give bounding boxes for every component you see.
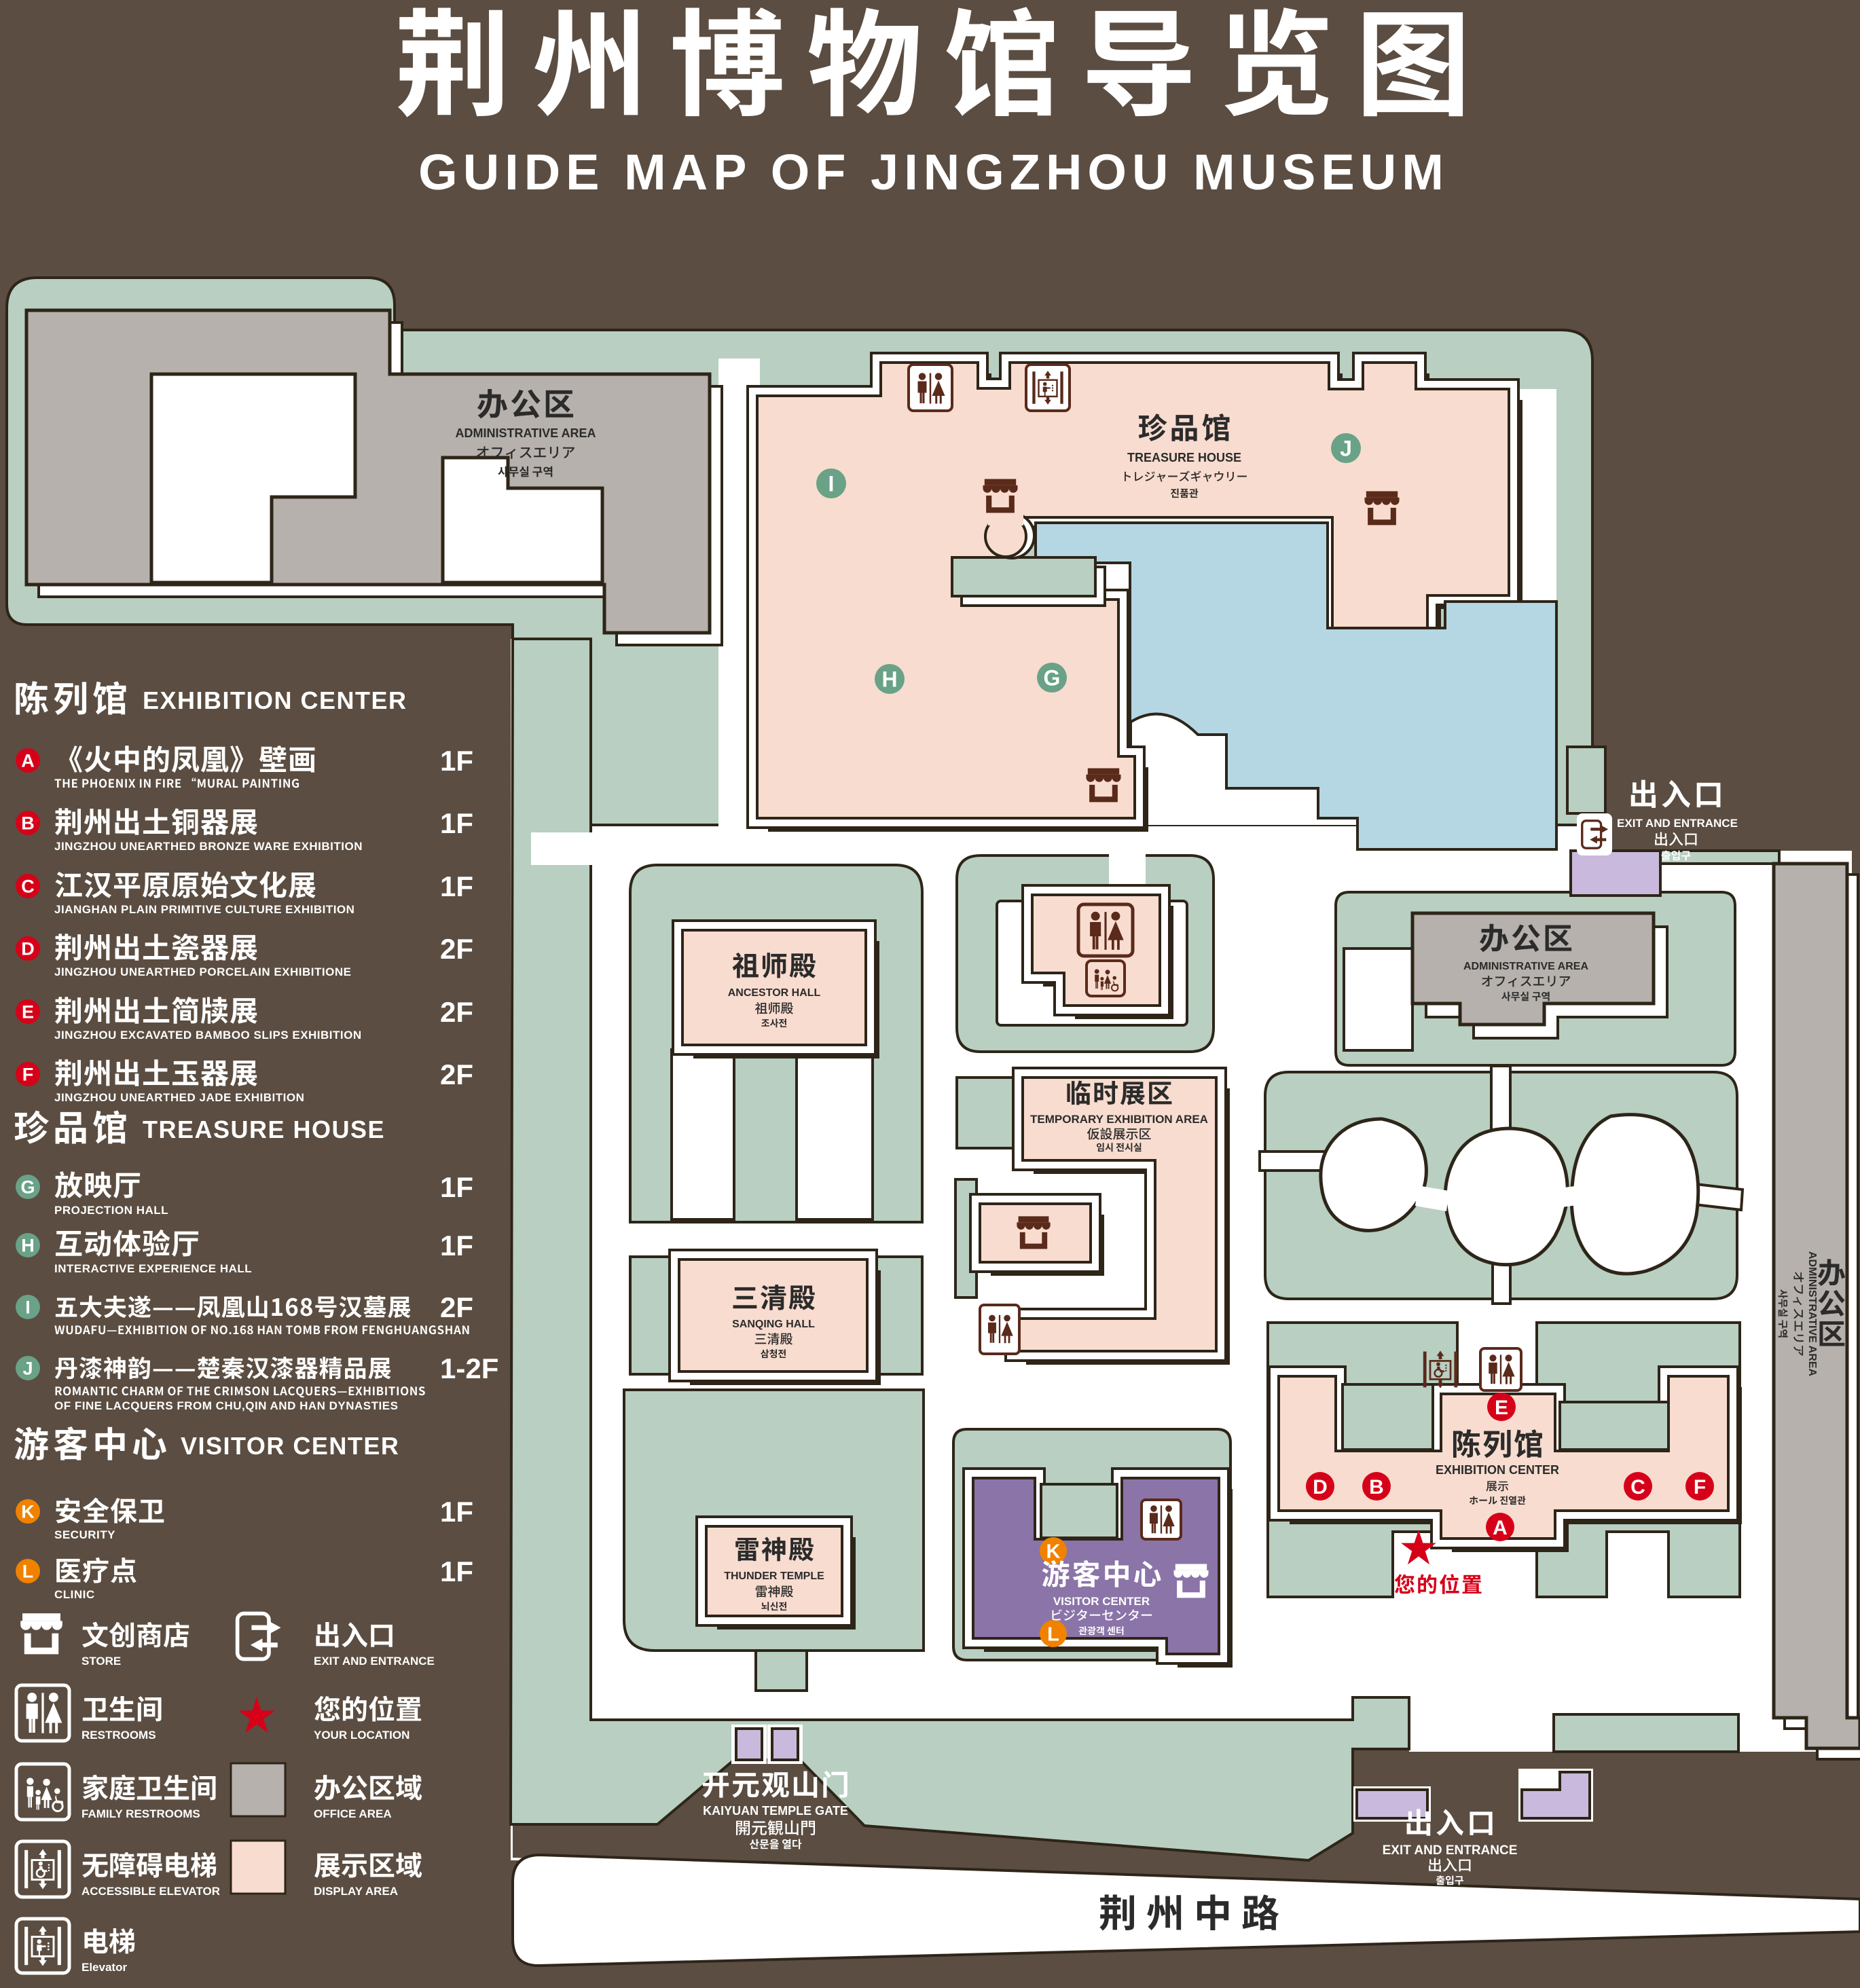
svg-text:JINGZHOU UNEARTHED JADE EXHIBI: JINGZHOU UNEARTHED JADE EXHIBITION [54, 1091, 304, 1104]
svg-text:2F: 2F [440, 1291, 473, 1323]
svg-text:E: E [1495, 1397, 1508, 1419]
svg-text:FAMILY RESTROOMS: FAMILY RESTROOMS [81, 1807, 200, 1820]
svg-text:2F: 2F [440, 933, 473, 965]
svg-text:I: I [828, 472, 835, 496]
svg-text:1-2F: 1-2F [440, 1352, 498, 1384]
svg-text:1F: 1F [440, 807, 473, 839]
svg-text:Elevator: Elevator [81, 1961, 127, 1974]
svg-text:B: B [21, 813, 35, 834]
svg-text:1F: 1F [440, 1556, 473, 1587]
svg-text:SECURITY: SECURITY [54, 1528, 115, 1541]
svg-text:OF FINE LACQUERS FROM CHU,QIN: OF FINE LACQUERS FROM CHU,QIN AND HAN DY… [54, 1399, 398, 1412]
svg-text:TREASURE HOUSE: TREASURE HOUSE [143, 1116, 385, 1143]
svg-text:I: I [25, 1297, 31, 1318]
svg-text:CLINIC: CLINIC [54, 1588, 95, 1601]
svg-text:1F: 1F [440, 1496, 473, 1528]
svg-text:G: G [1044, 666, 1061, 691]
svg-text:1F: 1F [440, 1171, 473, 1203]
svg-text:PROJECTION HALL: PROJECTION HALL [54, 1204, 168, 1217]
svg-text:OFFICE AREA: OFFICE AREA [314, 1807, 392, 1820]
svg-text:EXIT AND ENTRANCE: EXIT AND ENTRANCE [1383, 1843, 1518, 1858]
svg-text:K: K [21, 1502, 35, 1522]
svg-text:E: E [22, 1002, 34, 1023]
svg-text:YOUR LOCATION: YOUR LOCATION [314, 1729, 409, 1742]
svg-text:F: F [1694, 1476, 1706, 1498]
svg-text:ACCESSIBLE ELEVATOR: ACCESSIBLE ELEVATOR [81, 1885, 220, 1898]
svg-text:ADMINISTRATIVE AREA: ADMINISTRATIVE AREA [1463, 961, 1588, 972]
svg-text:A: A [21, 751, 35, 771]
svg-text:JINGZHOU UNEARTHED BRONZE WARE: JINGZHOU UNEARTHED BRONZE WARE EXHIBITIO… [54, 840, 363, 853]
svg-text:INTERACTIVE EXPERIENCE HALL: INTERACTIVE EXPERIENCE HALL [54, 1262, 252, 1275]
svg-text:2F: 2F [440, 996, 473, 1028]
svg-text:ADMINISTRATIVE AREA: ADMINISTRATIVE AREA [456, 426, 596, 440]
svg-text:VISITOR CENTER: VISITOR CENTER [1053, 1595, 1150, 1608]
svg-text:VISITOR CENTER: VISITOR CENTER [181, 1432, 399, 1460]
svg-text:K: K [1046, 1541, 1061, 1562]
svg-text:J: J [22, 1359, 33, 1379]
svg-text:THUNDER TEMPLE: THUNDER TEMPLE [724, 1570, 824, 1582]
svg-text:JIANGHAN PLAIN PRIMITIVE CULTU: JIANGHAN PLAIN PRIMITIVE CULTURE EXHIBIT… [54, 903, 354, 916]
svg-text:C: C [1630, 1476, 1645, 1498]
svg-text:ANCESTOR HALL: ANCESTOR HALL [728, 987, 821, 999]
svg-text:D: D [21, 939, 35, 959]
svg-text:L: L [22, 1562, 34, 1582]
svg-text:KAIYUAN TEMPLE GATE: KAIYUAN TEMPLE GATE [703, 1804, 848, 1818]
svg-text:ADMINISTRATIVE AREA: ADMINISTRATIVE AREA [1806, 1251, 1818, 1376]
svg-text:A: A [1493, 1517, 1508, 1539]
svg-text:EXHIBITION CENTER: EXHIBITION CENTER [143, 686, 407, 714]
svg-text:J: J [1340, 437, 1352, 461]
svg-text:L: L [1047, 1623, 1059, 1645]
svg-text:B: B [1369, 1476, 1384, 1498]
svg-text:F: F [22, 1065, 34, 1085]
svg-text:STORE: STORE [81, 1655, 121, 1668]
svg-text:JINGZHOU EXCAVATED BAMBOO SLIP: JINGZHOU EXCAVATED BAMBOO SLIPS EXHIBITI… [54, 1029, 362, 1042]
svg-text:D: D [1313, 1476, 1328, 1498]
svg-text:EXHIBITION CENTER: EXHIBITION CENTER [1436, 1463, 1559, 1477]
svg-text:SANQING HALL: SANQING HALL [732, 1319, 815, 1330]
svg-text:EXIT AND ENTRANCE: EXIT AND ENTRANCE [1617, 817, 1738, 830]
svg-text:H: H [881, 667, 897, 692]
svg-text:G: G [20, 1177, 35, 1198]
svg-text:C: C [21, 877, 35, 897]
svg-text:TEMPORARY EXHIBITION AREA: TEMPORARY EXHIBITION AREA [1030, 1113, 1208, 1126]
svg-text:1F: 1F [440, 1230, 473, 1262]
svg-text:H: H [21, 1236, 35, 1256]
svg-text:JINGZHOU UNEARTHED PORCELAIN E: JINGZHOU UNEARTHED PORCELAIN EXHIBITIONE [54, 965, 351, 978]
svg-text:1F: 1F [440, 870, 473, 902]
svg-text:EXIT AND ENTRANCE: EXIT AND ENTRANCE [314, 1655, 435, 1668]
svg-text:TREASURE HOUSE: TREASURE HOUSE [1127, 451, 1241, 464]
svg-text:GUIDE MAP OF JINGZHOU MUSEUM: GUIDE MAP OF JINGZHOU MUSEUM [418, 144, 1449, 200]
svg-text:2F: 2F [440, 1059, 473, 1090]
svg-text:RESTROOMS: RESTROOMS [81, 1729, 156, 1742]
svg-text:DISPLAY AREA: DISPLAY AREA [314, 1885, 398, 1898]
svg-text:1F: 1F [440, 745, 473, 777]
